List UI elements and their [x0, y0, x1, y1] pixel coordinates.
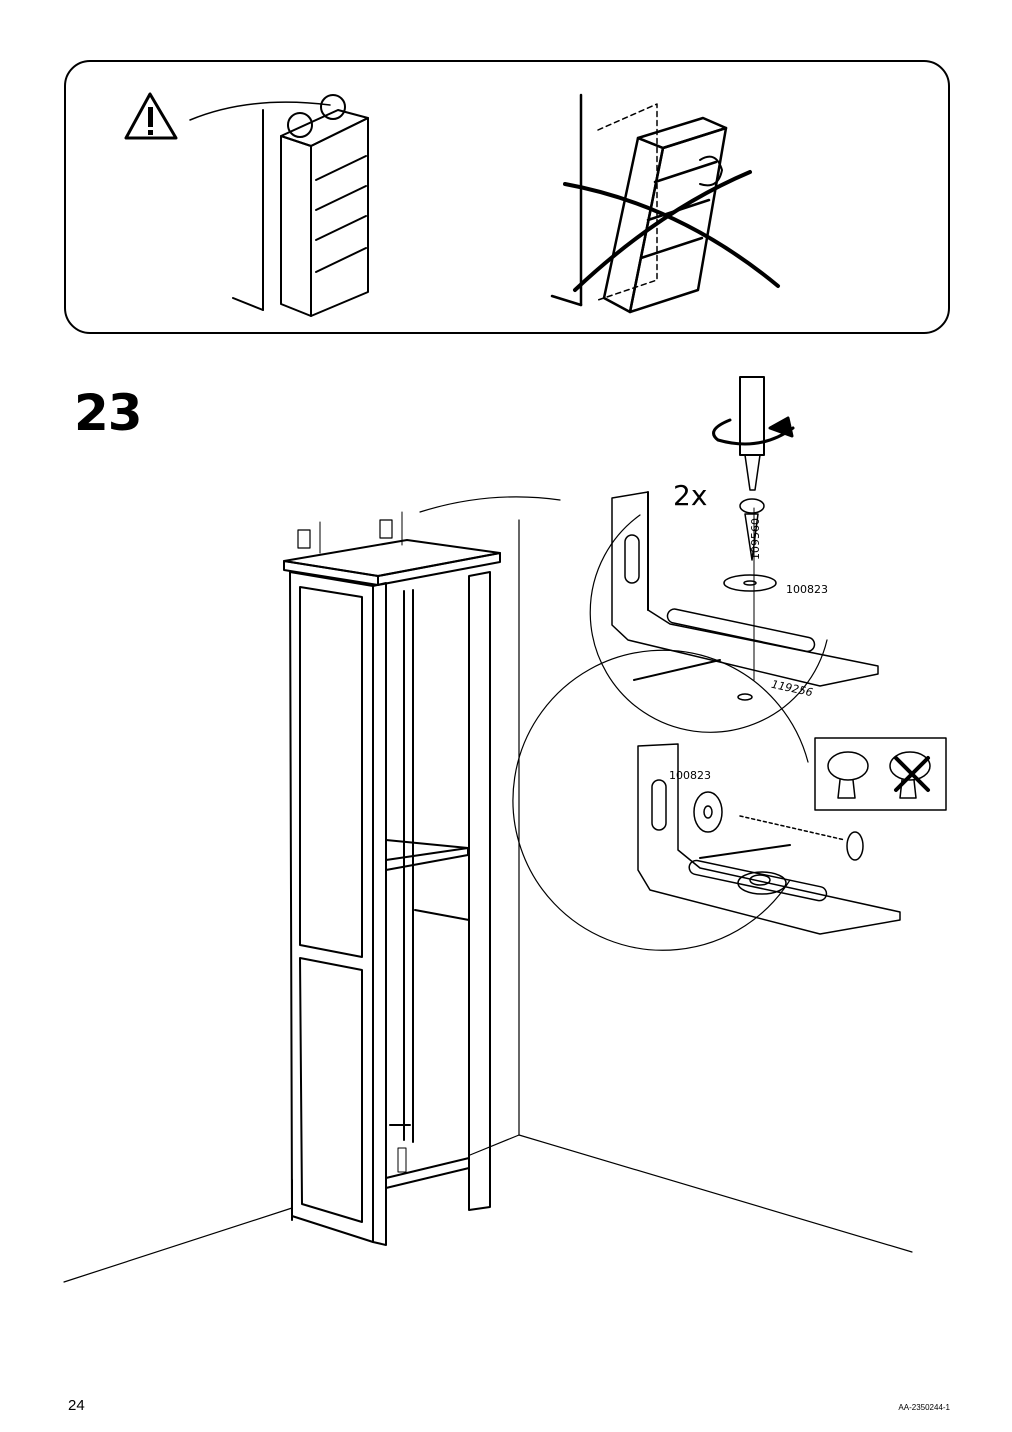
bookcase-tipping-figure — [550, 93, 728, 314]
bookcase-correct-figure — [232, 94, 369, 317]
document-code: AA-2350244-1 — [898, 1403, 950, 1412]
page-number: 24 — [68, 1397, 85, 1414]
part-number-washer-bottom: 100823 — [669, 769, 711, 782]
detail-bracket-top — [589, 376, 879, 733]
part-number-screw: 109560 — [749, 518, 762, 560]
detail-bracket-wall — [512, 649, 901, 951]
cross-out-icon — [563, 170, 780, 292]
part-number-washer-top: 100823 — [786, 583, 828, 596]
rotate-arrow-icon — [712, 416, 795, 446]
cabinet-figure — [283, 496, 561, 1246]
quantity-label: 2x — [673, 479, 708, 512]
warning-panel — [64, 60, 950, 334]
plug-comparison-box — [814, 737, 947, 811]
step-number: 23 — [74, 384, 143, 442]
room-corner — [63, 519, 913, 1283]
warning-triangle-icon — [124, 92, 178, 140]
